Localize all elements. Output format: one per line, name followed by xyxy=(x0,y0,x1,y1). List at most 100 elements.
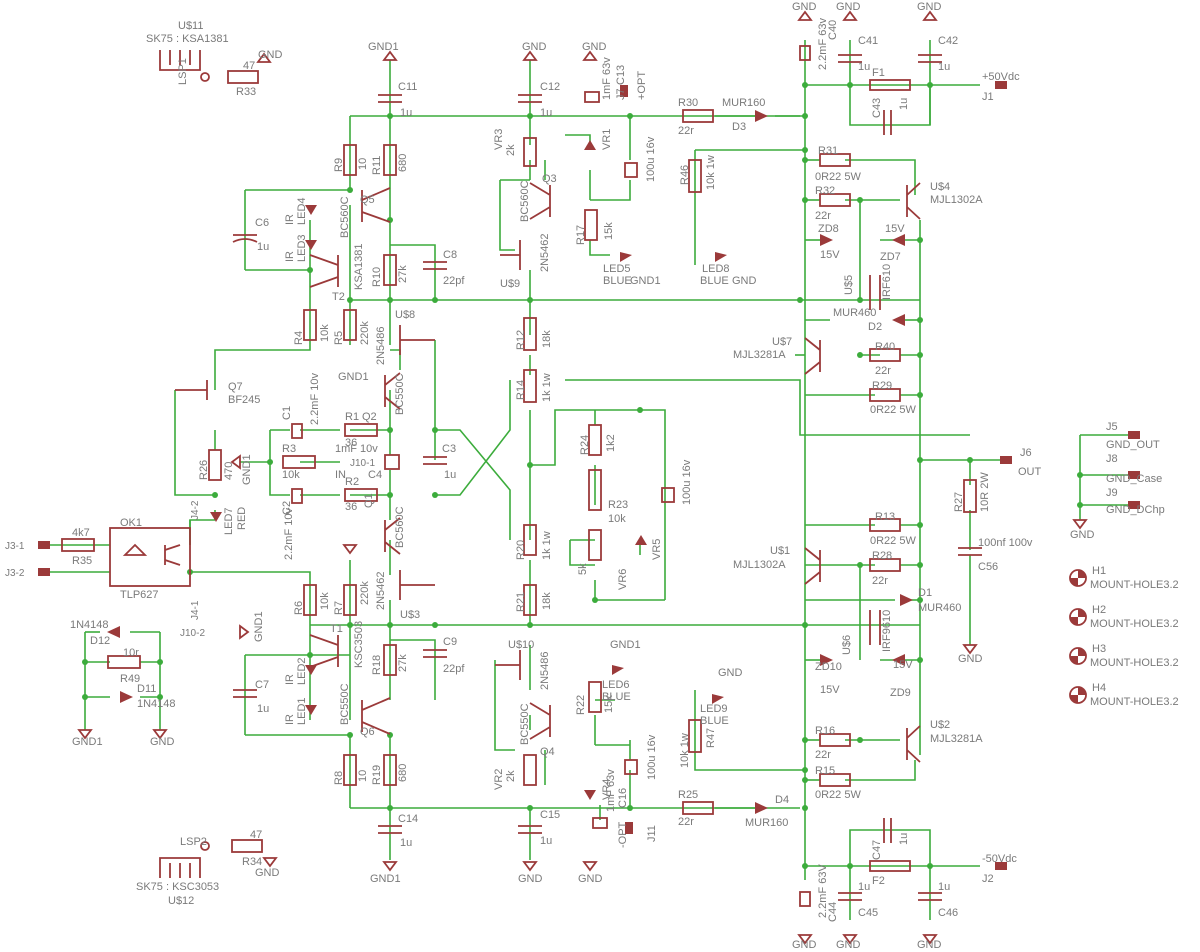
r32-value: 22r xyxy=(815,210,831,222)
r17-value: 15k xyxy=(603,222,615,240)
lsp1-label: LSP1 xyxy=(177,58,189,85)
c40-value: 2.2mF 63v xyxy=(817,18,829,70)
c4-label: C4 xyxy=(368,469,382,481)
d12-label: D12 xyxy=(90,635,110,647)
out-label: OUT xyxy=(1018,466,1042,478)
c42-label: C42 xyxy=(938,35,958,47)
r40-label: R40 xyxy=(875,341,895,353)
u5-label: U$5 xyxy=(843,275,855,295)
r26-value: 470 xyxy=(223,462,235,480)
r30-label: R30 xyxy=(678,97,698,109)
r11-label: R11 xyxy=(371,156,383,175)
r29-label: R29 xyxy=(872,380,892,392)
u8-label: U$8 xyxy=(395,309,415,321)
c-100u-label: 100u 16v xyxy=(646,734,658,780)
d4-value: MUR160 xyxy=(745,817,788,829)
gnd-label: GND xyxy=(792,939,817,951)
d3-value: MUR160 xyxy=(722,97,765,109)
r4-value: 10k xyxy=(319,324,331,342)
u1-label: U$1 xyxy=(770,545,790,557)
j4-1-label: J4-1 xyxy=(190,600,201,620)
c16-value: 1mF 63v xyxy=(605,769,617,812)
gnd-label: GND xyxy=(917,1,942,13)
zd10-label: ZD10 xyxy=(815,661,842,673)
r22-label: R22 xyxy=(575,695,587,715)
r34-value: 47 xyxy=(250,829,262,841)
mount-hole-label: MOUNT-HOLE3.2 xyxy=(1090,579,1179,591)
t1-value: KSC3503 xyxy=(353,621,365,668)
c13-value: 1mF 63v xyxy=(601,57,613,100)
r2-value: 36 xyxy=(345,501,357,513)
gnd1-label: GND1 xyxy=(241,454,253,485)
gnd-dchp-label: GND_DChp xyxy=(1106,504,1165,516)
r49-label: R49 xyxy=(120,673,140,685)
j11-label: J11 xyxy=(646,825,658,842)
z15-label: 15V xyxy=(893,659,913,671)
r35-value: 4k7 xyxy=(72,527,90,539)
r28-value: 22r xyxy=(872,575,888,587)
r21-label: R21 xyxy=(515,592,527,612)
gnd-label: GND xyxy=(258,49,283,61)
r9-label: R9 xyxy=(333,158,345,172)
r27-label: R27 xyxy=(953,492,965,512)
h4-label: H4 xyxy=(1092,682,1106,694)
r21-value: 18k xyxy=(541,592,553,610)
c11-value: 1u xyxy=(400,107,412,119)
h2-label: H2 xyxy=(1092,604,1106,616)
u9-value: 2N5462 xyxy=(539,233,551,272)
u11-label: U$11 xyxy=(178,20,203,32)
j10-2-label: J10-2 xyxy=(180,628,205,639)
u9-label: U$9 xyxy=(500,278,520,290)
h3-label: H3 xyxy=(1092,643,1106,655)
r2-label: R2 xyxy=(345,476,359,488)
q4-label: Q4 xyxy=(540,746,555,758)
d11-label: D11 xyxy=(137,683,156,695)
led1-label: LED1 xyxy=(296,697,308,725)
gnd-label: GND xyxy=(1070,529,1095,541)
c44-value: 2.2mF 63V xyxy=(817,864,829,918)
r31-label: R31 xyxy=(818,145,838,157)
gnd-label: GND xyxy=(718,667,743,679)
mount-hole-label: MOUNT-HOLE3.2 xyxy=(1090,696,1179,708)
u12-desc: SK75 : KSC3053 xyxy=(136,881,219,893)
c12-label: C12 xyxy=(540,81,560,93)
c7-value: 1u xyxy=(257,703,269,715)
ir-label: IR xyxy=(284,214,296,225)
d4-label: D4 xyxy=(775,794,789,806)
u4-label: U$4 xyxy=(930,181,950,193)
r33-label: R33 xyxy=(236,86,256,98)
u11-desc: SK75 : KSA1381 xyxy=(146,33,229,45)
c11-label: C11 xyxy=(398,81,417,93)
ir-label: IR xyxy=(284,674,296,685)
d1-label: D1 xyxy=(918,587,932,599)
vr6-label: VR6 xyxy=(617,569,629,590)
d1-value: MUR460 xyxy=(918,602,961,614)
opt-pos-label: +OPT xyxy=(636,71,648,100)
f2-label: F2 xyxy=(872,875,885,887)
lsp2-label: LSP2 xyxy=(180,836,207,848)
c8-label: C8 xyxy=(443,249,457,261)
q2-label: Q2 xyxy=(362,411,377,423)
c12-value: 1u xyxy=(540,107,552,119)
u4-value: MJL1302A xyxy=(930,194,983,206)
gnd-label: GND xyxy=(917,939,942,951)
c6-value: 1u xyxy=(257,241,269,253)
gnd1-label: GND1 xyxy=(253,611,265,642)
zd7-label: ZD7 xyxy=(880,251,901,263)
led6-label: LED6 xyxy=(602,679,630,691)
t2-label: T2 xyxy=(332,291,345,303)
vpos-label: +50Vdc xyxy=(982,71,1020,83)
q6-label: Q6 xyxy=(360,726,375,738)
vr1-label: VR1 xyxy=(601,129,613,150)
r6-value: 10k xyxy=(319,592,331,610)
gnd1-label: GND1 xyxy=(368,41,399,53)
vr4-label: VR4 xyxy=(601,779,613,800)
c16-label: C16 xyxy=(617,788,629,808)
gnd1-label: GND1 xyxy=(630,275,661,287)
c2-label: C2 xyxy=(281,501,293,515)
r3-label: R3 xyxy=(282,443,296,455)
r12-label: R12 xyxy=(515,330,527,350)
vneg-label: -50Vdc xyxy=(982,853,1017,865)
in-label: IN xyxy=(335,469,346,481)
